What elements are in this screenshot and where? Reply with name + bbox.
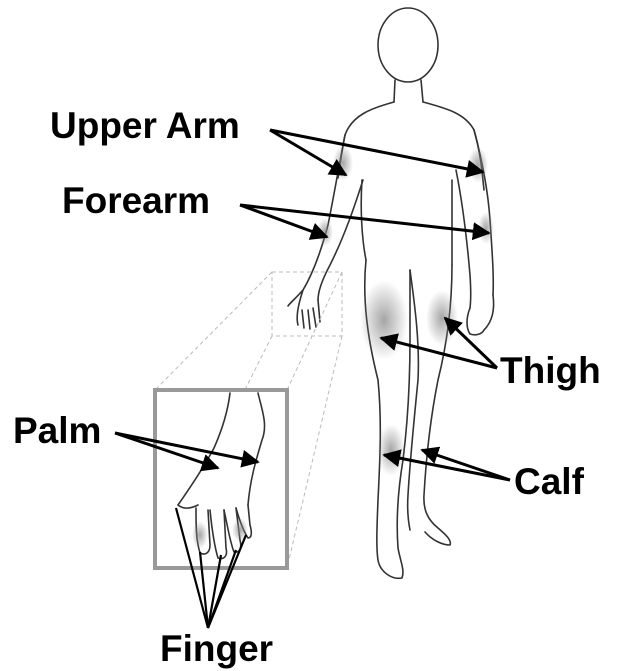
inset-frame [155,390,287,568]
upper-arm-arrow-right [270,130,483,172]
label-palm: Palm [13,410,101,451]
neck [394,80,423,102]
label-finger: Finger [160,628,273,669]
label-forearm: Forearm [62,180,210,221]
hand-inset [155,390,287,568]
torso [338,102,484,265]
left-hand [288,290,320,329]
label-thigh: Thigh [500,350,601,391]
label-calf: Calf [514,461,585,502]
label-upper-arm: Upper Arm [50,105,240,146]
head [378,8,438,82]
